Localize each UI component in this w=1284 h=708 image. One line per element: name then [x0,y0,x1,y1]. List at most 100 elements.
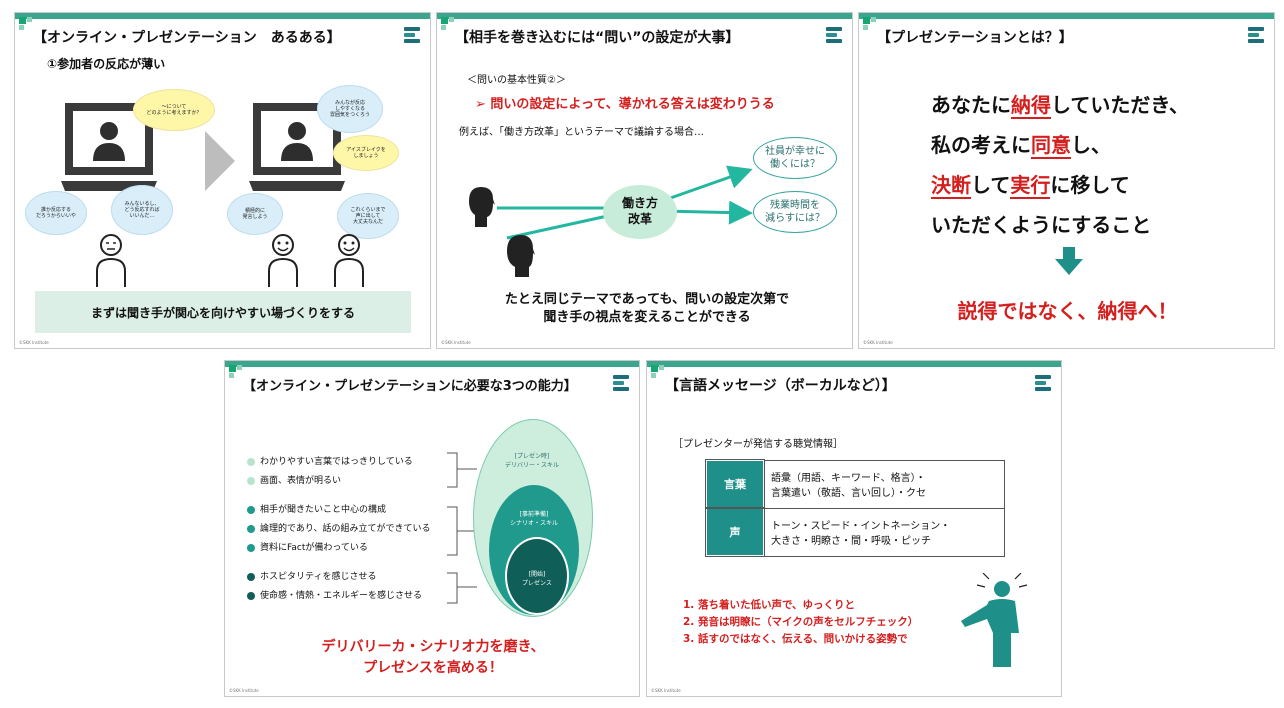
ring-inner [505,537,569,615]
slide-header-bar [859,13,1274,19]
corner-mark-small [441,25,446,30]
corner-mark-small [659,365,664,370]
highlight-doui: 同意 [1031,133,1071,159]
section-label: ＜問いの基本性質②＞ [467,75,566,86]
item-text: 使命感・情熱・エネルギーを感じさせる [260,591,423,601]
slide-header-bar [437,13,852,19]
speech-bubble: アイスブレイクを しましょう [333,135,399,171]
slide-title: 【プレゼンテーションとは？】 [877,30,1073,46]
woman-profile-icon [469,187,495,227]
ring-middle-label: [事前準備] シナリオ・スキル [509,511,558,527]
bullet-icon [247,591,255,600]
slide-three-abilities: 【オンライン・プレゼンテーションに必要な3つの能力】 わかりやすい言葉ではっきり… [224,360,640,697]
footer-statement: たとえ同じテーマであっても、問いの設定次第で 聞き手の視点を変えることができる [504,292,790,326]
text: して [971,173,1011,197]
text: あなたに [931,93,1011,117]
item-text: 相手が聞きたいこと中心の構成 [260,505,387,515]
person-neutral-icon [96,234,126,287]
slide-title: 【オンライン・プレゼンテーションに必要な3つの能力】 [243,379,577,394]
row-key: 声 [705,507,765,557]
arrow-down-icon [1055,247,1083,275]
list-item: 3. 話すのではなく、伝える、問いかける姿勢で [683,633,908,645]
thought-bubble: 積極的に 発言しよう [227,193,283,235]
copyright: ©SKK Institute [229,688,259,693]
table-row: 声 トーン・スピード・イントネーション・ 大きさ・明瞭さ・間・呼吸・ピッチ [705,507,1005,557]
logo-icon [404,27,420,47]
ring-outer-label: [プレゼン時] デリバリー・スキル [504,453,559,469]
item-text: わかりやすい言葉ではっきりしている [260,457,413,467]
item-text: 資料にFactが備わっている [260,543,368,553]
item-text: ホスピタリティを感じさせる [260,572,377,582]
list-item: 2. 発音は明瞭に（マイクの声をセルフチェック） [683,616,919,628]
speech-bubble: ～について どのように考えますか？ [133,89,215,131]
example-text: 例えば、「働き方改革」というテーマで議論する場合… [459,127,704,138]
thought-bubble: 誰か反応する だろうからいいや [25,191,87,235]
bullet-icon [247,524,255,533]
bullet-icon [247,572,255,581]
logo-icon [826,27,842,47]
text: に移して [1050,173,1130,197]
woman-profile-icon [507,235,535,277]
corner-mark-small [449,17,454,22]
list-item: わかりやすい言葉ではっきりしている [247,453,431,472]
corner-mark-small [229,373,234,378]
list-item: 1. 落ち着いた低い声で、ゆっくりと [683,599,856,611]
list-item: 論理的であり、話の組み立てができている [247,520,431,539]
tips-list: 1. 落ち着いた低い声で、ゆっくりと 2. 発音は明瞭に（マイクの声をセルフチェ… [683,597,918,648]
auditory-info-table: 言葉 語彙（用語、キーワード、格言）・ 言葉遣い（敬語、言い回し）・クセ 声 ト… [705,459,1005,557]
ring-inner-label: [開始] プレゼンス [522,571,552,587]
arrow-right-icon [205,131,235,191]
slide-what-is-presentation: 【プレゼンテーションとは？】 あなたに納得していただき、 私の考えに同意し、 決… [858,12,1275,349]
section-label: ［プレゼンターが発信する聴覚情報］ [673,439,843,450]
logo-icon [1035,375,1051,395]
question-circle-2: 残業時間を 減らすには？ [753,191,837,233]
logo-icon [1248,27,1264,47]
person-smile-icon [334,234,364,287]
list-item: 画面、表情が明るい [247,472,431,491]
footer-statement: デリバリーカ・シナリオ力を磨き、 プレゼンスを高める！ [321,639,545,676]
row-key: 言葉 [705,459,765,509]
bullet-icon [247,476,255,485]
corner-mark-small [27,17,32,22]
corner-mark-small [863,25,868,30]
slide-question-setting: 【相手を巻き込むには“問い”の設定が大事】 ＜問いの基本性質②＞ ➢ 問いの設定… [436,12,853,349]
text: 私の考えに [931,133,1031,157]
text: し、 [1071,133,1111,157]
corner-mark [229,365,236,372]
corner-mark [19,17,26,24]
slide-online-presentation-aruaru: 【オンライン・プレゼンテーション あるある】 ①参加者の反応が薄い ～について … [14,12,431,349]
logo-icon [613,375,629,395]
thought-bubble: みんなが反応 しやすくなる 雰囲気をつくろう [317,85,383,133]
highlight-nattoku: 納得 [1011,93,1051,119]
slide-title: 【オンライン・プレゼンテーション あるある】 [33,30,341,46]
question-circle-1: 社員が幸せに 働くには？ [753,137,837,179]
list-item: 相手が聞きたいこと中心の構成 [247,501,431,520]
slide-header-bar [225,361,639,367]
copyright: ©SKK Institute [19,340,49,345]
slide-verbal-message: 【言語メッセージ（ボーカルなど）】 ［プレゼンターが発信する聴覚情報］ 言葉 語… [646,360,1062,697]
row-value: トーン・スピード・イントネーション・ 大きさ・明瞭さ・間・呼吸・ピッチ [763,507,1005,557]
row-value: 語彙（用語、キーワード、格言）・ 言葉遣い（敬語、言い回し）・クセ [763,459,1005,509]
slide-title: 【相手を巻き込むには“問い”の設定が大事】 [455,30,740,46]
key-point: ➢ 問いの設定によって、導かれる答えは変わりうる [475,97,775,112]
bullet-icon [247,457,255,466]
item-text: 論理的であり、話の組み立てができている [260,524,431,534]
definition-line-3: 決断して実行に移して [931,169,1130,199]
corner-mark [441,17,448,24]
person-smile-icon [268,234,298,287]
item-text: 画面、表情が明るい [260,476,342,486]
copyright: ©SKK Institute [441,340,471,345]
highlight-jikkou: 実行 [1010,173,1051,199]
presenter-silhouette-icon [961,573,1028,667]
corner-mark-small [871,17,876,22]
corner-mark-small [19,25,24,30]
highlight-ketsudan: 決断 [931,173,971,199]
topic-circle: 働き方 改革 [603,185,677,239]
list-item: 使命感・情熱・エネルギーを感じさせる [247,587,431,606]
corner-mark [863,17,870,24]
thought-bubble: これくらいまで 声に出して 大丈夫なんだ [337,193,399,239]
text: していただき、 [1051,93,1189,117]
list-item: 資料にFactが備わっている [247,539,431,558]
conclusion-text: 説得ではなく、納得へ！ [957,299,1178,323]
table-row: 言葉 語彙（用語、キーワード、格言）・ 言葉遣い（敬語、言い回し）・クセ [705,459,1005,509]
